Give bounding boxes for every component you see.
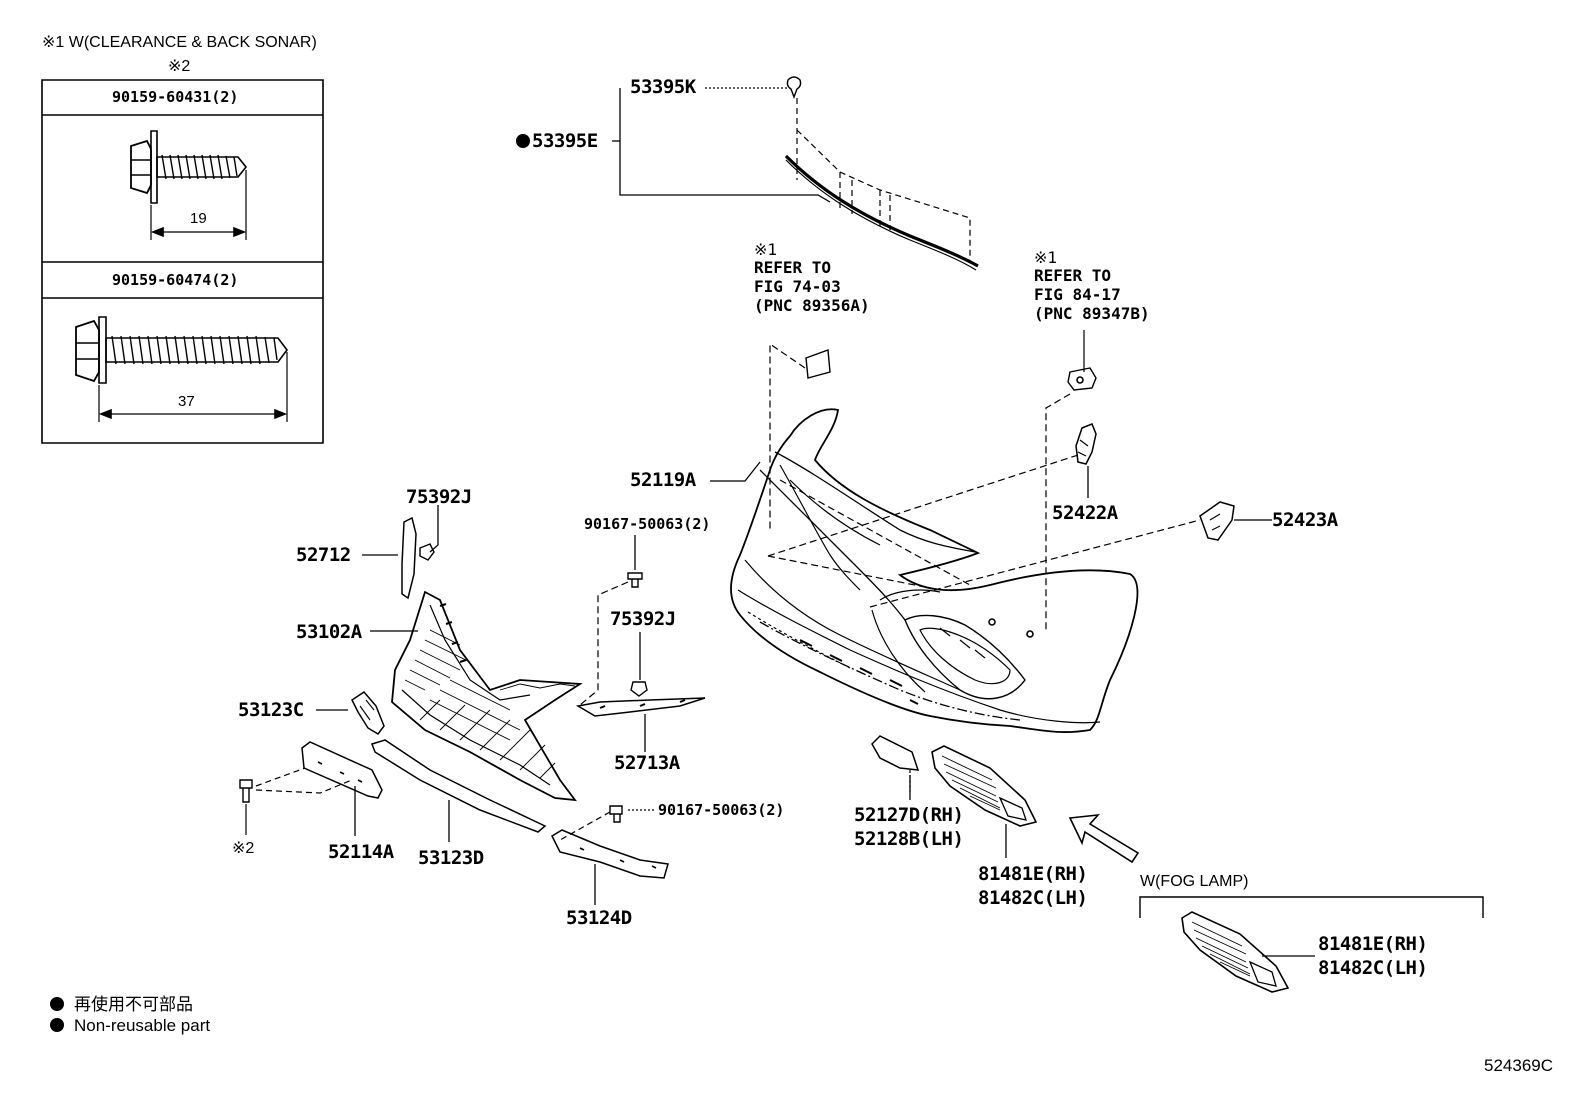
molding-52713A [578, 698, 705, 752]
bolt2-length: 37 [178, 393, 195, 410]
legend-dot-icon [50, 997, 64, 1011]
fog-lamp-section [1140, 897, 1483, 992]
grille-53102A [370, 592, 580, 800]
ref-right-line3: (PNC 89347B) [1034, 304, 1150, 323]
part-label-52713A: 52713A [614, 752, 680, 774]
part-label-81481E-fog: 81481E(RH) [1318, 933, 1428, 955]
part-label-52712: 52712 [296, 544, 351, 566]
bolt1-part-number: 90159-60431(2) [112, 88, 239, 106]
part-label-52119A: 52119A [630, 469, 696, 491]
inset-note-mark: ※2 [168, 58, 191, 75]
bumper-seal-group [612, 77, 978, 270]
emblem-53123C [316, 692, 384, 734]
part-label-53102A: 53102A [296, 621, 362, 643]
screw-mark-2: ※2 [232, 840, 255, 857]
clip-75392J-lower [631, 632, 647, 696]
part-label-52127D: 52127D(RH) [854, 804, 964, 826]
legend-en: Non-reusable part [50, 1016, 210, 1036]
molding-53123D [372, 740, 545, 842]
ref-right-line2: FIG 84-17 [1034, 285, 1121, 304]
part-label-52423A: 52423A [1272, 509, 1338, 531]
legend-dot-icon [50, 1018, 64, 1032]
bolt1-length: 19 [190, 210, 207, 227]
fog-cover-81481E [932, 746, 1036, 858]
bolt2-part-number: 90159-60474(2) [112, 271, 239, 289]
clearance-sonar-note: ※1 W(CLEARANCE & BACK SONAR) [42, 34, 317, 51]
part-label-52422A: 52422A [1052, 502, 1118, 524]
ref-left-mark: ※1 [754, 240, 778, 259]
ref-left-line1: REFER TO [754, 258, 832, 277]
part-label-53395K: 53395K [630, 76, 696, 98]
part-label-75392J-upper: 75392J [406, 486, 472, 508]
tapping-screw-37-icon [76, 317, 287, 422]
part-label-52128B: 52128B(LH) [854, 828, 964, 850]
part-label-53395E-text: 53395E [532, 130, 598, 152]
part-label-53123C: 53123C [238, 699, 304, 721]
view-direction-arrow-icon [1070, 815, 1138, 862]
part-label-52114A: 52114A [328, 841, 394, 863]
legend-jp: 再使用不可部品 [50, 990, 193, 1015]
ref-left-line2: FIG 74-03 [754, 277, 841, 296]
part-label-75392J-lower: 75392J [610, 608, 676, 630]
ref-right-mark: ※1 [1034, 248, 1058, 267]
legend-jp-text: 再使用不可部品 [74, 995, 193, 1014]
figure-id: 524369C [1484, 1056, 1554, 1075]
cap-52127D [872, 736, 918, 800]
part-label-90167-upper: 90167-50063(2) [584, 515, 711, 533]
part-label-53395E: 53395E [516, 131, 598, 151]
bumper-cover-52119A [710, 409, 1137, 732]
sensor-ref-right [1046, 330, 1096, 630]
part-label-53124D: 53124D [566, 907, 632, 929]
part-label-81482C-fog: 81482C(LH) [1318, 957, 1428, 979]
screw-90167-upper [580, 535, 642, 705]
part-label-81481E: 81481E(RH) [978, 863, 1088, 885]
part-label-53123D: 53123D [418, 847, 484, 869]
screw-90167-lower [560, 806, 656, 840]
bracket-52423A [1200, 502, 1272, 540]
part-label-90167-lower: 90167-50063(2) [658, 801, 785, 819]
legend-en-text: Non-reusable part [74, 1016, 211, 1035]
fastener-inset-box [42, 80, 323, 443]
ref-left-line3: (PNC 89356A) [754, 296, 870, 315]
bracket-52114A [240, 742, 382, 836]
assembly-dashed-lines [768, 455, 1200, 607]
molding-53124D [552, 830, 668, 905]
bracket-52422A [1076, 424, 1096, 498]
molding-52712 [362, 505, 438, 598]
non-reusable-dot-icon [516, 134, 530, 148]
ref-right-line1: REFER TO [1034, 266, 1112, 285]
fog-lamp-note: W(FOG LAMP) [1140, 873, 1249, 890]
tapping-screw-19-icon [131, 131, 246, 240]
part-label-81482C: 81482C(LH) [978, 887, 1088, 909]
